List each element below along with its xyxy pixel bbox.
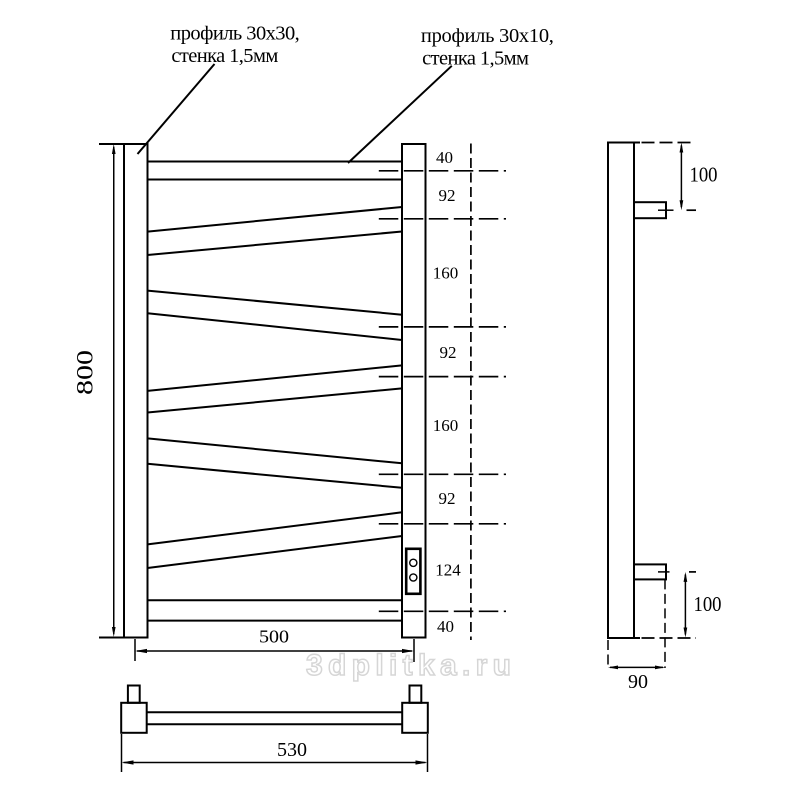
svg-text:160: 160 xyxy=(433,416,459,435)
svg-text:124: 124 xyxy=(435,561,461,580)
svg-text:92: 92 xyxy=(439,186,456,205)
svg-text:40: 40 xyxy=(437,617,454,636)
svg-text:800: 800 xyxy=(73,350,98,395)
svg-text:160: 160 xyxy=(433,264,459,283)
svg-text:стенка 1,5мм: стенка 1,5мм xyxy=(422,48,529,70)
svg-text:профиль 30x10,: профиль 30x10, xyxy=(421,25,554,47)
svg-text:стенка 1,5мм: стенка 1,5мм xyxy=(171,45,278,67)
svg-text:530: 530 xyxy=(277,739,307,761)
svg-text:40: 40 xyxy=(436,148,453,167)
svg-text:92: 92 xyxy=(439,489,456,508)
svg-text:профиль 30x30,: профиль 30x30, xyxy=(170,22,299,44)
svg-text:92: 92 xyxy=(440,343,457,362)
svg-text:3dplitka.ru: 3dplitka.ru xyxy=(306,649,511,682)
svg-text:90: 90 xyxy=(628,671,648,693)
svg-text:500: 500 xyxy=(259,627,289,647)
svg-text:100: 100 xyxy=(694,592,722,616)
svg-text:100: 100 xyxy=(690,163,718,187)
